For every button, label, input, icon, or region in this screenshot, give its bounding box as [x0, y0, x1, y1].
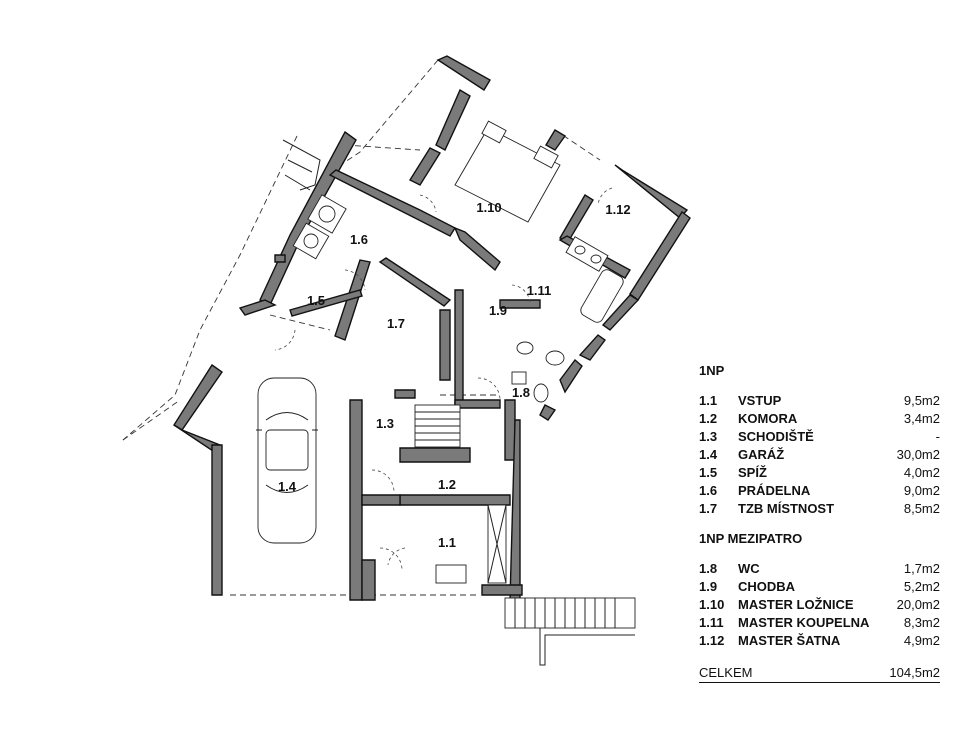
legend-row: 1.2 KOMORA 3,4m2 — [699, 410, 940, 428]
legend-row: 1.1 VSTUP 9,5m2 — [699, 392, 940, 410]
washing-machine-icon — [292, 194, 347, 260]
toilet-icon — [511, 341, 565, 403]
legend-number: 1.8 — [699, 561, 718, 576]
legend-list-1np: 1.1 VSTUP 9,5m2 1.2 KOMORA 3,4m2 1.3 SCHODIŠTĚ -… — [699, 392, 940, 518]
legend-number: 1.9 — [699, 579, 718, 594]
car-icon — [256, 377, 318, 544]
legend-row: 1.9 CHODBA 5,2m2 — [699, 578, 940, 596]
total-label: CELKEM — [699, 665, 753, 680]
legend-area: 20,0m2 — [896, 597, 940, 612]
legend-number: 1.4 — [699, 447, 718, 462]
legend-room-name: MASTER KOUPELNA — [738, 615, 870, 630]
legend-room-name: VSTUP — [738, 393, 782, 408]
legend-row: 1.8 WC 1,7m2 — [699, 560, 940, 578]
sink-icon — [565, 236, 609, 272]
legend-room-name: KOMORA — [738, 411, 798, 426]
legend-number: 1.12 — [699, 633, 725, 648]
legend-room-name: SPÍŽ — [738, 465, 767, 480]
legend-area: 4,0m2 — [903, 465, 940, 480]
room-labels: 1.1 1.2 1.3 1.4 1.5 1.6 1.7 1.8 1.9 1.10… — [278, 200, 631, 550]
legend-area: 8,3m2 — [903, 615, 940, 630]
legend-title-mezipatro: 1NP MEZIPATRO — [699, 531, 803, 546]
legend-title-1np: 1NP — [699, 363, 725, 378]
bathtub-icon — [580, 269, 624, 323]
stairs-icon — [414, 404, 461, 448]
legend-room-name: CHODBA — [738, 579, 796, 594]
legend-row: 1.12 MASTER ŠATNA 4,9m2 — [699, 632, 940, 650]
legend-number: 1.6 — [699, 483, 718, 498]
room-label-1-9: 1.9 — [489, 303, 507, 318]
bed-icon — [454, 120, 561, 223]
legend-room-name: SCHODIŠTĚ — [738, 429, 814, 444]
legend-total-row: CELKEM 104,5m2 — [699, 664, 940, 683]
room-label-1-4: 1.4 — [278, 479, 297, 494]
door-swings — [274, 187, 613, 571]
legend-area: 4,9m2 — [903, 633, 940, 648]
legend-area: 5,2m2 — [903, 579, 940, 594]
walls — [173, 55, 691, 601]
wardrobe-icon — [435, 504, 507, 584]
legend-row: 1.3 SCHODIŠTĚ - — [699, 428, 940, 446]
total-area: 104,5m2 — [889, 665, 940, 680]
legend-number: 1.1 — [699, 393, 718, 408]
legend-row: 1.7 TZB MÍSTNOST 8,5m2 — [699, 500, 940, 518]
room-label-1-3: 1.3 — [376, 416, 394, 431]
legend-number: 1.2 — [699, 411, 718, 426]
legend-number: 1.3 — [699, 429, 718, 444]
room-label-1-1: 1.1 — [438, 535, 456, 550]
legend-row: 1.5 SPÍŽ 4,0m2 — [699, 464, 940, 482]
legend-area: 1,7m2 — [903, 561, 940, 576]
legend-room-name: TZB MÍSTNOST — [738, 501, 835, 516]
legend-number: 1.7 — [699, 501, 718, 516]
legend-area: 9,5m2 — [903, 393, 940, 408]
room-label-1-10: 1.10 — [476, 200, 501, 215]
legend-room-name: MASTER ŠATNA — [738, 633, 841, 648]
room-label-1-12: 1.12 — [605, 202, 630, 217]
room-label-1-7: 1.7 — [387, 316, 405, 331]
room-label-1-2: 1.2 — [438, 477, 456, 492]
legend-row: 1.11 MASTER KOUPELNA 8,3m2 — [699, 614, 940, 632]
legend-room-name: GARÁŽ — [738, 447, 785, 462]
legend-area: 9,0m2 — [903, 483, 940, 498]
entrance-stairs-icon — [504, 597, 636, 666]
room-label-1-5: 1.5 — [307, 293, 325, 308]
legend-room-name: WC — [738, 561, 760, 576]
legend-row: 1.10 MASTER LOŽNICE 20,0m2 — [699, 596, 940, 614]
terrace-lines — [282, 139, 321, 191]
legend-area: 30,0m2 — [896, 447, 940, 462]
room-label-1-8: 1.8 — [512, 385, 530, 400]
legend-number: 1.5 — [699, 465, 718, 480]
room-legend: 1NP 1.1 VSTUP 9,5m2 1.2 KOMORA 3,4m2 1.3 SCHODI… — [699, 362, 940, 683]
legend-row: 1.4 GARÁŽ 30,0m2 — [699, 446, 940, 464]
room-label-1-6: 1.6 — [350, 232, 368, 247]
legend-room-name: MASTER LOŽNICE — [738, 597, 854, 612]
legend-number: 1.10 — [699, 597, 725, 612]
legend-room-name: PRÁDELNA — [738, 483, 811, 498]
legend-area: 3,4m2 — [903, 411, 940, 426]
legend-row: 1.6 PRÁDELNA 9,0m2 — [699, 482, 940, 500]
fixtures — [256, 120, 636, 666]
legend-area: - — [935, 429, 940, 444]
legend-area: 8,5m2 — [903, 501, 940, 516]
legend-list-mezipatro: 1.8 WC 1,7m2 1.9 CHODBA 5,2m2 1.10 MASTER LOŽNI… — [699, 560, 940, 650]
room-label-1-11: 1.11 — [527, 283, 552, 298]
legend-number: 1.11 — [699, 615, 724, 630]
